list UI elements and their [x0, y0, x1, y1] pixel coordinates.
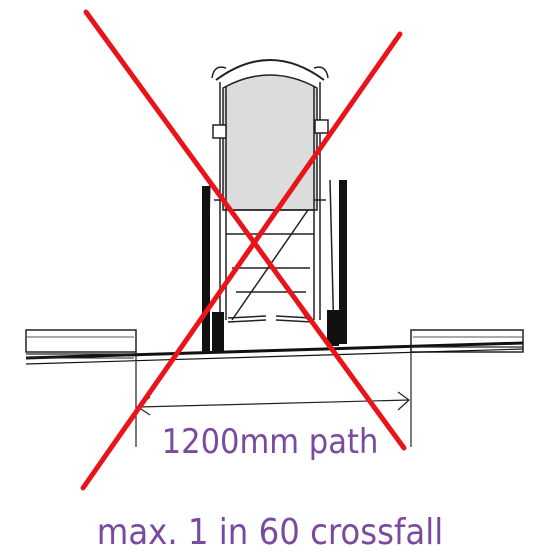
- dimension-markers: [135, 347, 412, 447]
- left-wheel: [202, 186, 210, 352]
- path-cross-section: [25, 329, 524, 365]
- right-kerb: [410, 329, 524, 353]
- wheels: [202, 180, 347, 352]
- left-caster: [212, 312, 224, 352]
- crossfall-caption: max. 1 in 60 crossfall: [97, 512, 443, 553]
- right-wheel: [339, 180, 347, 344]
- right-caster: [327, 310, 339, 346]
- path-surface: [25, 341, 524, 360]
- left-kerb: [25, 329, 137, 353]
- prohibited-cross-icon: [80, 9, 407, 491]
- dimension-arrow: [137, 399, 410, 408]
- path-width-label: 1200mm path: [162, 422, 379, 462]
